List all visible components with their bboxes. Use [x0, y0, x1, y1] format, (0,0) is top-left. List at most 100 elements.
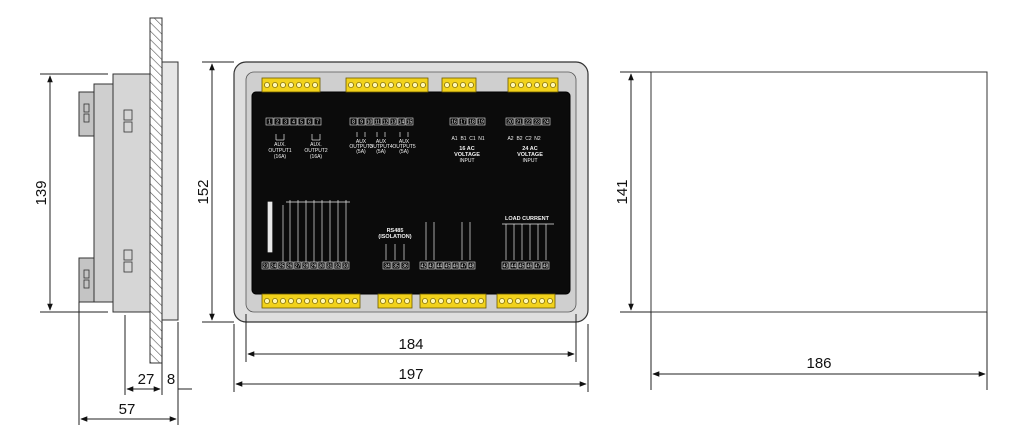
phase-label-b-A2: A2: [507, 136, 513, 142]
terminal-num-bottom-mid-42: 42: [419, 261, 428, 270]
svg-text:47: 47: [461, 264, 467, 270]
svg-text:4: 4: [292, 120, 295, 126]
svg-text:6: 6: [308, 120, 311, 126]
terminal-num-top-left-5: 5: [297, 117, 306, 126]
terminal-num-top-right-b-24: 24: [541, 117, 551, 126]
terminal-num-bottom-left-24: 24: [269, 261, 278, 270]
terminal-num-bottom-rs485-36: 36: [400, 261, 410, 270]
svg-text:10: 10: [367, 120, 373, 126]
terminal-block-top-3: [441, 77, 477, 93]
terminal-num-bottom-mid-48: 48: [467, 261, 476, 270]
side-view: 139 27 8 57: [33, 17, 192, 425]
label-aux-output1-l3: (16A): [274, 154, 287, 160]
svg-text:19: 19: [478, 120, 484, 126]
terminal-num-top-left-2: 2: [273, 117, 282, 126]
dim-cutout-width: 186: [806, 355, 831, 372]
terminal-block-top-4: [507, 77, 559, 93]
terminal-block-bottom-1: [261, 293, 361, 309]
label-aux-output2-l1: AUX.: [310, 142, 322, 148]
svg-text:44: 44: [511, 264, 517, 270]
label-voltage-input2-l3: INPUT: [523, 158, 538, 164]
cutout-rectangle: [650, 71, 988, 313]
phase-label-a-A1: A1: [451, 136, 457, 142]
phase-label-b-N2: N2: [534, 136, 541, 142]
terminal-num-bottom-left-32: 32: [333, 261, 342, 270]
label-voltage-input2-l2: VOLTAGE: [517, 152, 543, 158]
label-aux-output4-l3: (5A): [376, 149, 386, 155]
label-aux-output5-l2: OUTPUT5: [392, 144, 416, 150]
terminal-num-bottom-left-31: 31: [325, 261, 334, 270]
label-rs485-l1: RS485: [387, 228, 404, 234]
bottom-terminal-blocks: [261, 293, 556, 309]
panel-wall: [149, 17, 163, 364]
terminal-num-top-left-4: 4: [289, 117, 298, 126]
svg-text:32: 32: [335, 264, 341, 270]
dim-cutout-height: 141: [614, 179, 631, 204]
svg-text:24: 24: [543, 120, 549, 126]
label-aux-output1-l1: AUX.: [274, 142, 286, 148]
terminal-num-top-mid-15: 15: [405, 117, 414, 126]
front-bezel-side: [161, 61, 179, 321]
label-voltage-input1-l3: INPUT: [460, 158, 475, 164]
svg-text:42: 42: [421, 264, 427, 270]
svg-text:25: 25: [279, 264, 285, 270]
phase-label-b-C2: C2: [525, 136, 532, 142]
phase-label-b-B2: B2: [516, 136, 522, 142]
label-voltage-input1-l2: VOLTAGE: [454, 152, 480, 158]
terminal-num-top-right-b-20: 20: [505, 117, 515, 126]
terminal-num-top-left-3: 3: [281, 117, 290, 126]
svg-text:30: 30: [319, 264, 325, 270]
svg-text:35: 35: [393, 264, 399, 270]
dim-panel-thickness: 8: [167, 371, 175, 388]
svg-text:44: 44: [437, 264, 443, 270]
svg-text:45: 45: [445, 264, 451, 270]
svg-text:29: 29: [311, 264, 317, 270]
terminal-num-bottom-left-25: 25: [277, 261, 286, 270]
svg-text:48: 48: [469, 264, 475, 270]
terminal-block-bottom-2: [377, 293, 413, 309]
terminal-num-bottom-right-43: 43: [501, 261, 510, 270]
terminal-num-bottom-left-28: 28: [301, 261, 310, 270]
terminal-block-top-1: [261, 77, 321, 93]
dim-front-outer-height: 152: [195, 179, 212, 204]
svg-text:26: 26: [287, 264, 293, 270]
svg-text:48: 48: [543, 264, 549, 270]
terminal-num-bottom-left-26: 26: [285, 261, 294, 270]
svg-text:20: 20: [507, 120, 513, 126]
svg-text:43: 43: [429, 264, 435, 270]
svg-text:2: 2: [276, 120, 279, 126]
svg-text:12: 12: [383, 120, 389, 126]
label-rs485-l2: (ISOLATION): [378, 234, 411, 240]
svg-text:36: 36: [402, 264, 408, 270]
terminal-num-top-right-a-19: 19: [476, 117, 486, 126]
svg-text:18: 18: [469, 120, 475, 126]
terminal-num-top-left-1: 1: [265, 117, 274, 126]
dim-side-depth-inner: 27: [138, 371, 155, 388]
svg-text:15: 15: [407, 120, 413, 126]
label-aux-output3-l1: AUX: [356, 139, 367, 145]
dim-side-depth-total: 57: [119, 401, 136, 418]
terminal-num-top-right-b-23: 23: [532, 117, 542, 126]
svg-text:8: 8: [352, 120, 355, 126]
label-aux-output2-l2: OUTPUT2: [304, 148, 328, 154]
svg-text:23: 23: [534, 120, 540, 126]
terminal-num-top-mid-8: 8: [349, 117, 358, 126]
svg-text:28: 28: [303, 264, 309, 270]
terminal-num-bottom-mid-47: 47: [459, 261, 468, 270]
terminal-num-bottom-right-47: 47: [533, 261, 542, 270]
terminal-num-top-right-a-16: 16: [449, 117, 459, 126]
svg-text:45: 45: [519, 264, 525, 270]
svg-text:47: 47: [535, 264, 541, 270]
terminal-num-bottom-left-29: 29: [309, 261, 318, 270]
svg-text:43: 43: [503, 264, 509, 270]
terminal-num-top-right-b-21: 21: [514, 117, 524, 126]
svg-text:46: 46: [527, 264, 533, 270]
terminal-num-bottom-mid-46: 46: [451, 261, 460, 270]
label-aux-output5-l3: (5A): [399, 149, 409, 155]
svg-text:27: 27: [295, 264, 301, 270]
terminal-num-top-mid-9: 9: [357, 117, 366, 126]
label-aux-output3-l2: OUTPUT3: [349, 144, 373, 150]
housing-back-step: [93, 83, 114, 303]
